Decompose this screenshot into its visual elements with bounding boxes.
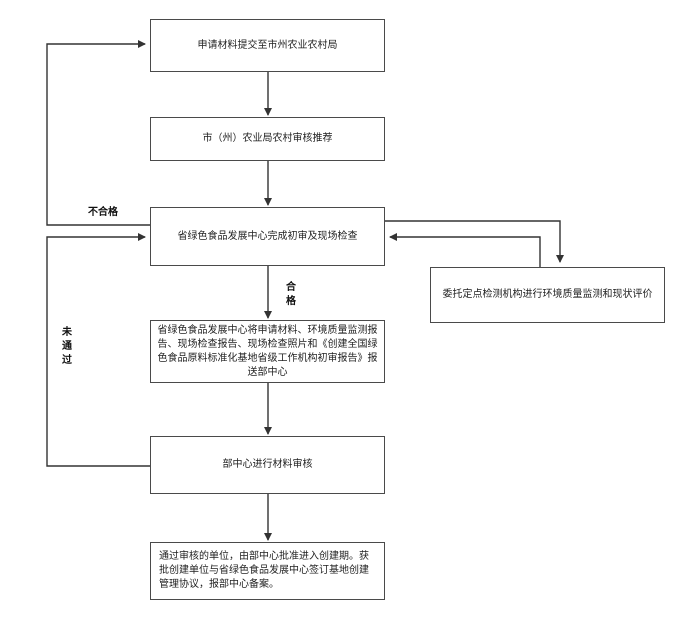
- node-report-text: 省绿色食品发展中心将申请材料、环境质量监测报告、现场检查报告、现场检查照片和《创…: [157, 324, 378, 378]
- node-recommend-text: 市（州）农业局农村审核推荐: [202, 133, 333, 144]
- node-final-text: 通过审核的单位，由部中心批准进入创建期。获批创建单位与省绿色食品发展中心签订基地…: [159, 551, 369, 590]
- arrow-fail-loop: [46, 40, 150, 226]
- node-review: 部中心进行材料审核: [150, 436, 385, 494]
- label-fail: 不合格: [88, 207, 118, 218]
- arrow-inspect-to-entrust: [385, 220, 564, 263]
- node-submit-text: 申请材料提交至市州农业农村局: [197, 39, 338, 51]
- arrow-not-passed-loop: [46, 233, 150, 467]
- label-pass: 合格: [286, 282, 296, 307]
- node-submit: 申请材料提交至市州农业农村局: [150, 19, 385, 72]
- node-review-text: 部中心进行材料审核: [222, 459, 313, 470]
- node-entrust: 委托定点检测机构进行环境质量监测和现状评价: [430, 267, 665, 323]
- node-report: 省绿色食品发展中心将申请材料、环境质量监测报告、现场检查报告、现场检查照片和《创…: [150, 320, 385, 383]
- label-not-passed: 未通过: [62, 327, 72, 366]
- node-final: 通过审核的单位，由部中心批准进入创建期。获批创建单位与省绿色食品发展中心签订基地…: [150, 542, 385, 600]
- node-inspect-text: 省绿色食品发展中心完成初审及现场检查: [177, 230, 358, 242]
- node-entrust-text: 委托定点检测机构进行环境质量监测和现状评价: [442, 289, 653, 300]
- node-inspect: 省绿色食品发展中心完成初审及现场检查: [150, 207, 385, 266]
- node-recommend: 市（州）农业局农村审核推荐: [150, 117, 385, 161]
- arrow-entrust-to-inspect: [389, 233, 541, 267]
